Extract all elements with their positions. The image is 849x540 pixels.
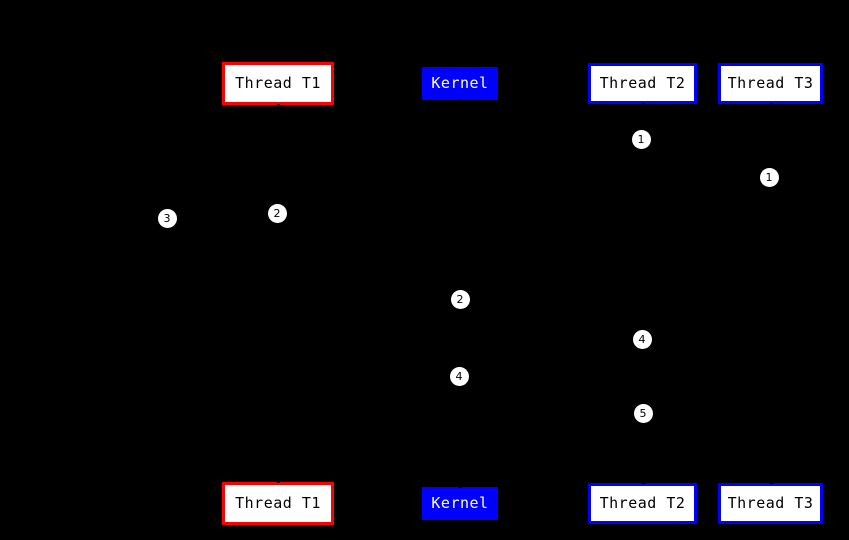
lifeline-t3 bbox=[770, 104, 771, 483]
lifeline-stub-kernel bbox=[459, 99, 462, 103]
participant-box-kernel-b[interactable]: Kernel bbox=[422, 487, 498, 520]
lifeline-stub-t3 bbox=[769, 103, 773, 107]
lifeline-stub-t1 bbox=[277, 104, 280, 108]
step-circle-5-7: 5 bbox=[633, 403, 653, 423]
lifeline-t2 bbox=[642, 104, 643, 483]
participant-box-t1-b[interactable]: Thread T1 bbox=[222, 482, 334, 525]
participant-label: Kernel bbox=[431, 494, 489, 512]
lifeline-stub-t2-b bbox=[641, 480, 645, 484]
step-circle-4-5: 4 bbox=[632, 329, 652, 349]
step-circle-2-2: 2 bbox=[267, 203, 287, 223]
participant-box-t1[interactable]: Thread T1 bbox=[222, 62, 334, 105]
participant-label: Thread T2 bbox=[599, 494, 686, 512]
lifeline-stub-t3-b bbox=[769, 480, 773, 484]
step-circle-4-6: 4 bbox=[449, 366, 469, 386]
participant-box-t2-b[interactable]: Thread T2 bbox=[588, 483, 697, 524]
step-circle-1-1: 1 bbox=[759, 167, 779, 187]
step-circle-2-4: 2 bbox=[450, 289, 470, 309]
participant-label: Thread T1 bbox=[235, 74, 321, 92]
lifeline-t1 bbox=[278, 105, 279, 482]
participant-box-t3[interactable]: Thread T3 bbox=[718, 63, 823, 104]
step-circle-3-3: 3 bbox=[157, 208, 177, 228]
lifeline-stub-t2 bbox=[641, 103, 645, 107]
participant-label: Kernel bbox=[431, 74, 489, 92]
participant-box-t2[interactable]: Thread T2 bbox=[588, 63, 697, 104]
participant-box-kernel[interactable]: Kernel bbox=[422, 67, 498, 100]
participant-label: Thread T3 bbox=[727, 74, 814, 92]
participant-label: Thread T2 bbox=[599, 74, 686, 92]
lifeline-stub-t1-b bbox=[277, 479, 280, 483]
step-circle-1-0: 1 bbox=[631, 129, 651, 149]
participant-label: Thread T3 bbox=[727, 494, 814, 512]
lifeline-stub-kernel-b bbox=[459, 484, 462, 488]
participant-box-t3-b[interactable]: Thread T3 bbox=[718, 483, 823, 524]
participant-label: Thread T1 bbox=[235, 494, 321, 512]
